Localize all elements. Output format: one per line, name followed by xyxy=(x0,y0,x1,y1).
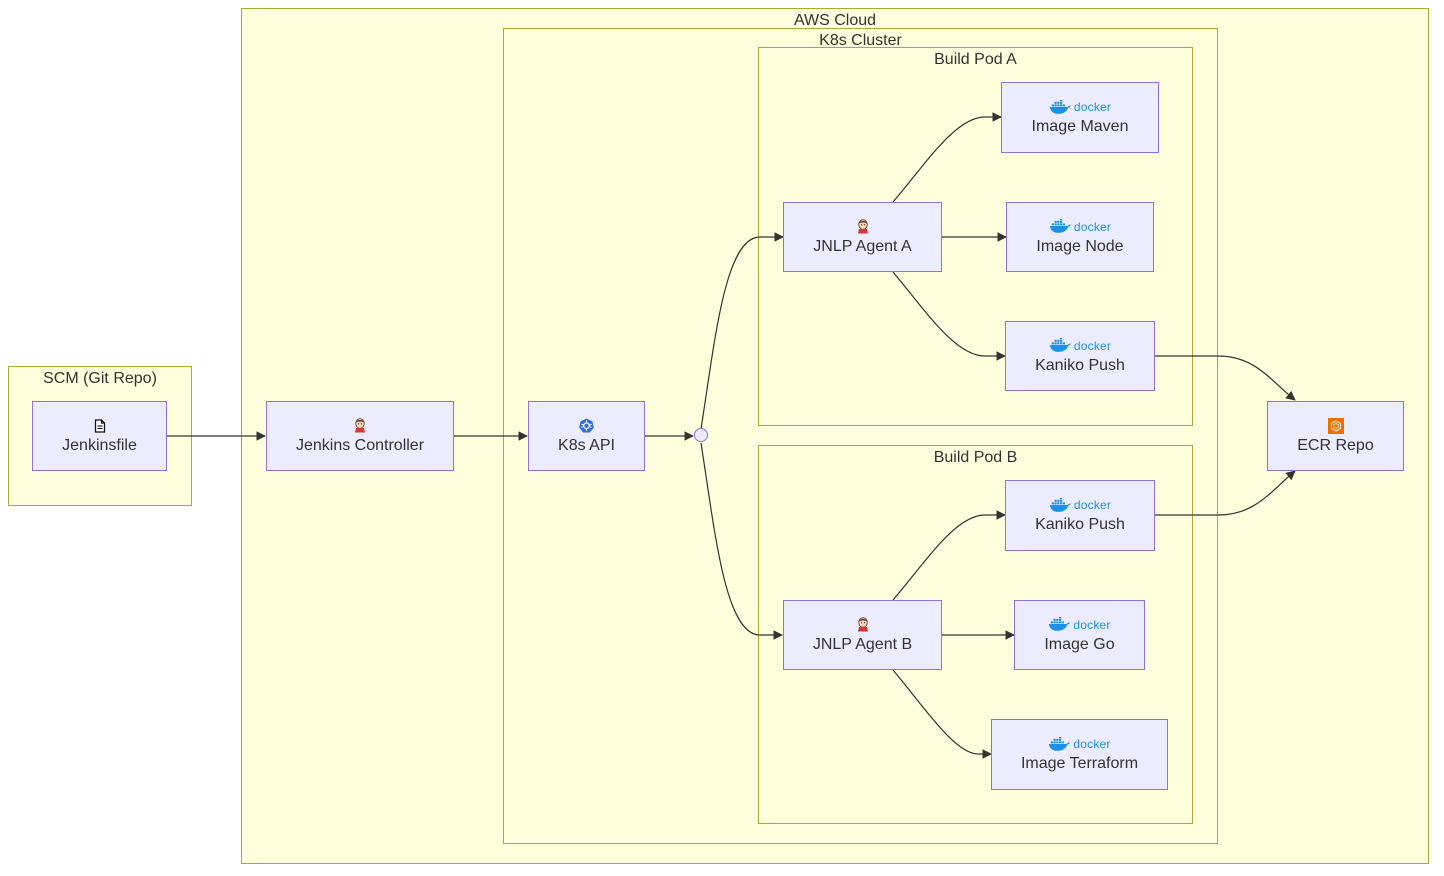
docker-wordmark: docker xyxy=(1073,737,1111,751)
node-kaniko-push-a[interactable]: docker Kaniko Push xyxy=(1005,321,1155,391)
docker-wordmark: docker xyxy=(1073,338,1112,353)
node-kaniko-push-a-label: Kaniko Push xyxy=(1035,356,1125,374)
node-ecr-repo-label: ECR Repo xyxy=(1297,436,1374,454)
file-icon xyxy=(94,418,105,433)
node-jnlp-agent-a[interactable]: JNLP Agent A xyxy=(783,202,942,272)
docker-wordmark: docker xyxy=(1073,100,1112,114)
cluster-pod-a-label: Build Pod A xyxy=(934,51,1017,68)
node-kaniko-push-b-label: Kaniko Push xyxy=(1035,516,1125,533)
node-image-node-label: Image Node xyxy=(1036,237,1124,255)
edge-kaniko-a-ecr xyxy=(1154,355,1296,401)
docker-icon xyxy=(1049,338,1071,352)
node-image-go[interactable]: docker Image Go xyxy=(1014,600,1145,670)
edge-agent-a-kaniko xyxy=(892,271,1006,361)
docker-wordmark: docker xyxy=(1073,219,1112,234)
edge-junction-agent-b xyxy=(700,442,783,640)
docker-icon xyxy=(1049,219,1071,233)
jenkins-icon xyxy=(857,219,868,234)
edge-agent-b-kaniko xyxy=(892,510,1006,601)
node-jenkins-controller-label: Jenkins Controller xyxy=(295,436,425,454)
node-image-maven[interactable]: docker Image Maven xyxy=(1001,82,1159,153)
jenkins-icon xyxy=(857,617,868,632)
cluster-scm-label: SCM (Git Repo) xyxy=(43,370,157,387)
node-ecr-repo[interactable]: ECR Repo xyxy=(1267,401,1404,471)
kubernetes-icon xyxy=(579,418,594,433)
jenkins-icon xyxy=(355,418,365,433)
cluster-aws-label: AWS Cloud xyxy=(793,12,877,29)
docker-wordmark: docker xyxy=(1073,498,1112,512)
aws-ecr-icon xyxy=(1327,417,1344,434)
node-k8s-api[interactable]: K8s API xyxy=(528,401,645,471)
node-image-node[interactable]: docker Image Node xyxy=(1006,202,1154,272)
edge-agent-b-terraform xyxy=(892,669,992,759)
docker-icon xyxy=(1049,497,1071,512)
fork-junction xyxy=(694,428,708,442)
cluster-pod-b-label: Build Pod B xyxy=(933,449,1018,466)
node-kaniko-push-b[interactable]: docker Kaniko Push xyxy=(1005,480,1155,551)
docker-wordmark: docker xyxy=(1073,617,1111,632)
node-image-terraform[interactable]: docker Image Terraform xyxy=(991,719,1168,790)
node-image-terraform-label: Image Terraform xyxy=(1020,755,1139,772)
node-jnlp-agent-a-label: JNLP Agent A xyxy=(813,237,912,255)
node-jenkinsfile-label: Jenkinsfile xyxy=(62,436,137,454)
docker-icon xyxy=(1049,617,1071,631)
docker-icon xyxy=(1049,99,1071,114)
node-jnlp-agent-b-label: JNLP Agent B xyxy=(812,635,913,653)
docker-icon xyxy=(1049,736,1071,751)
edge-junction-agent-a xyxy=(700,232,784,430)
node-jenkins-controller[interactable]: Jenkins Controller xyxy=(266,401,454,471)
edge-agent-a-maven xyxy=(892,112,1002,203)
node-k8s-api-label: K8s API xyxy=(558,436,615,454)
node-jnlp-agent-b[interactable]: JNLP Agent B xyxy=(783,600,942,670)
node-image-maven-label: Image Maven xyxy=(1031,118,1129,135)
node-jenkinsfile[interactable]: Jenkinsfile xyxy=(32,401,167,471)
edge-kaniko-b-ecr xyxy=(1154,470,1296,516)
cluster-k8s-label: K8s Cluster xyxy=(819,32,902,49)
node-image-go-label: Image Go xyxy=(1044,635,1115,653)
